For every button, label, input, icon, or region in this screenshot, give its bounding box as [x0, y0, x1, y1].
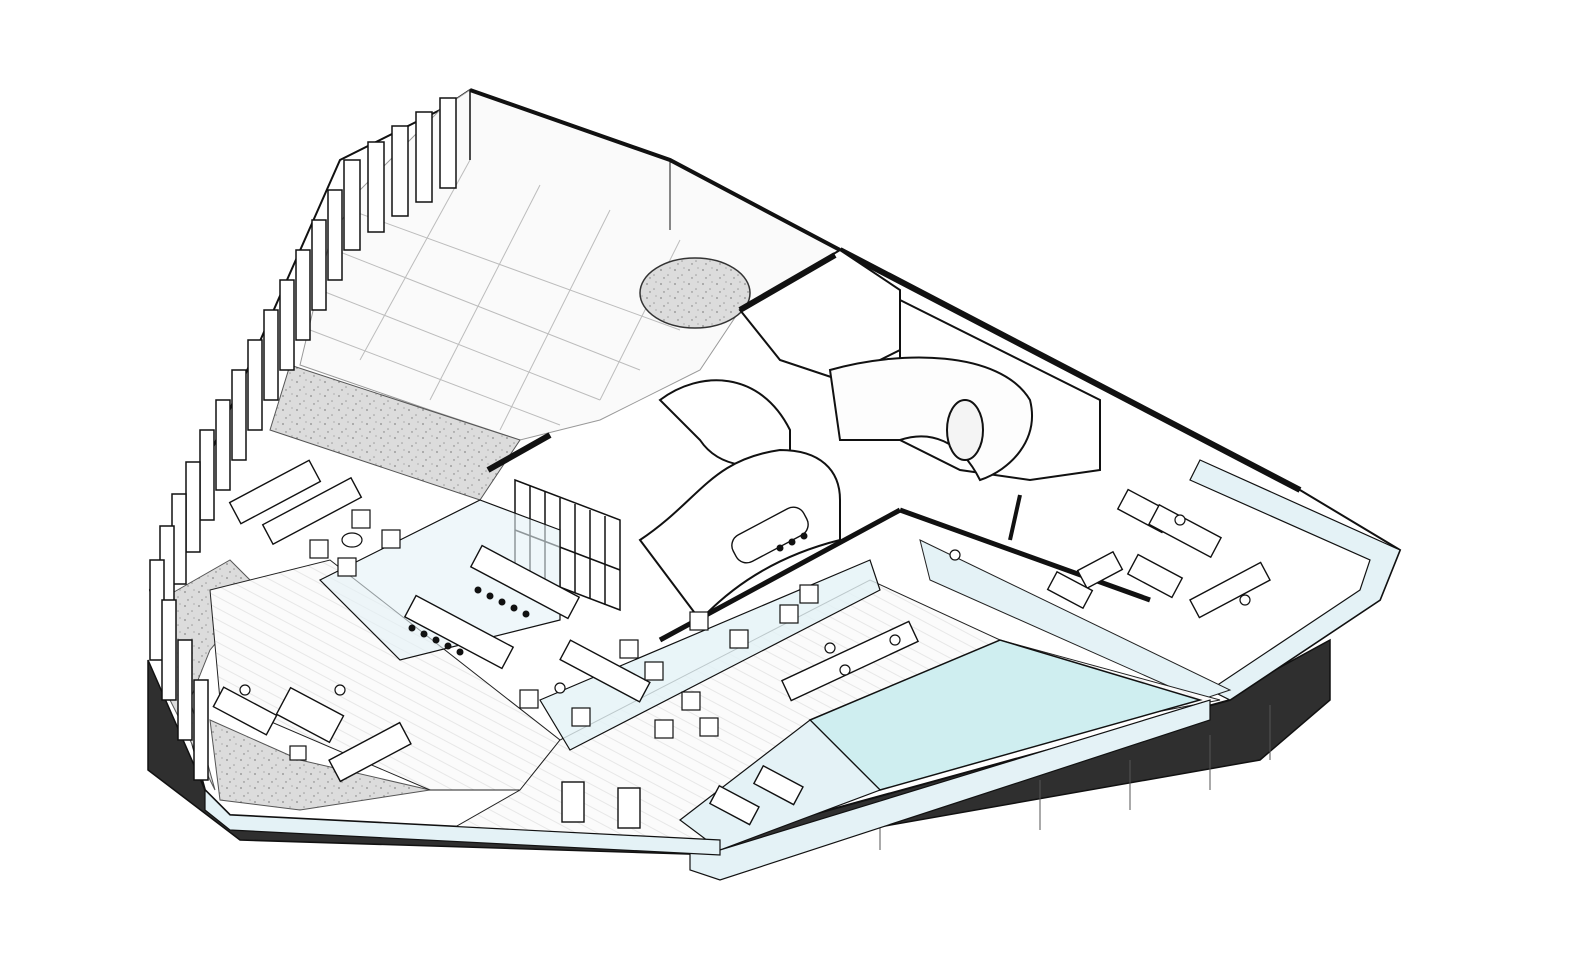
lounge-deck: [209, 499, 561, 791]
glass-balustrade-east: [919, 459, 1401, 701]
facade-wall: [469, 88, 1302, 493]
sun-loungers: [561, 764, 804, 829]
round-planter: [639, 257, 751, 329]
facade-fins: [149, 97, 457, 781]
chairs: [289, 509, 819, 761]
bar-stools: [408, 532, 808, 656]
furniture: [212, 459, 1271, 783]
spiral-stair: [946, 399, 984, 461]
side-tables: [239, 514, 1251, 696]
